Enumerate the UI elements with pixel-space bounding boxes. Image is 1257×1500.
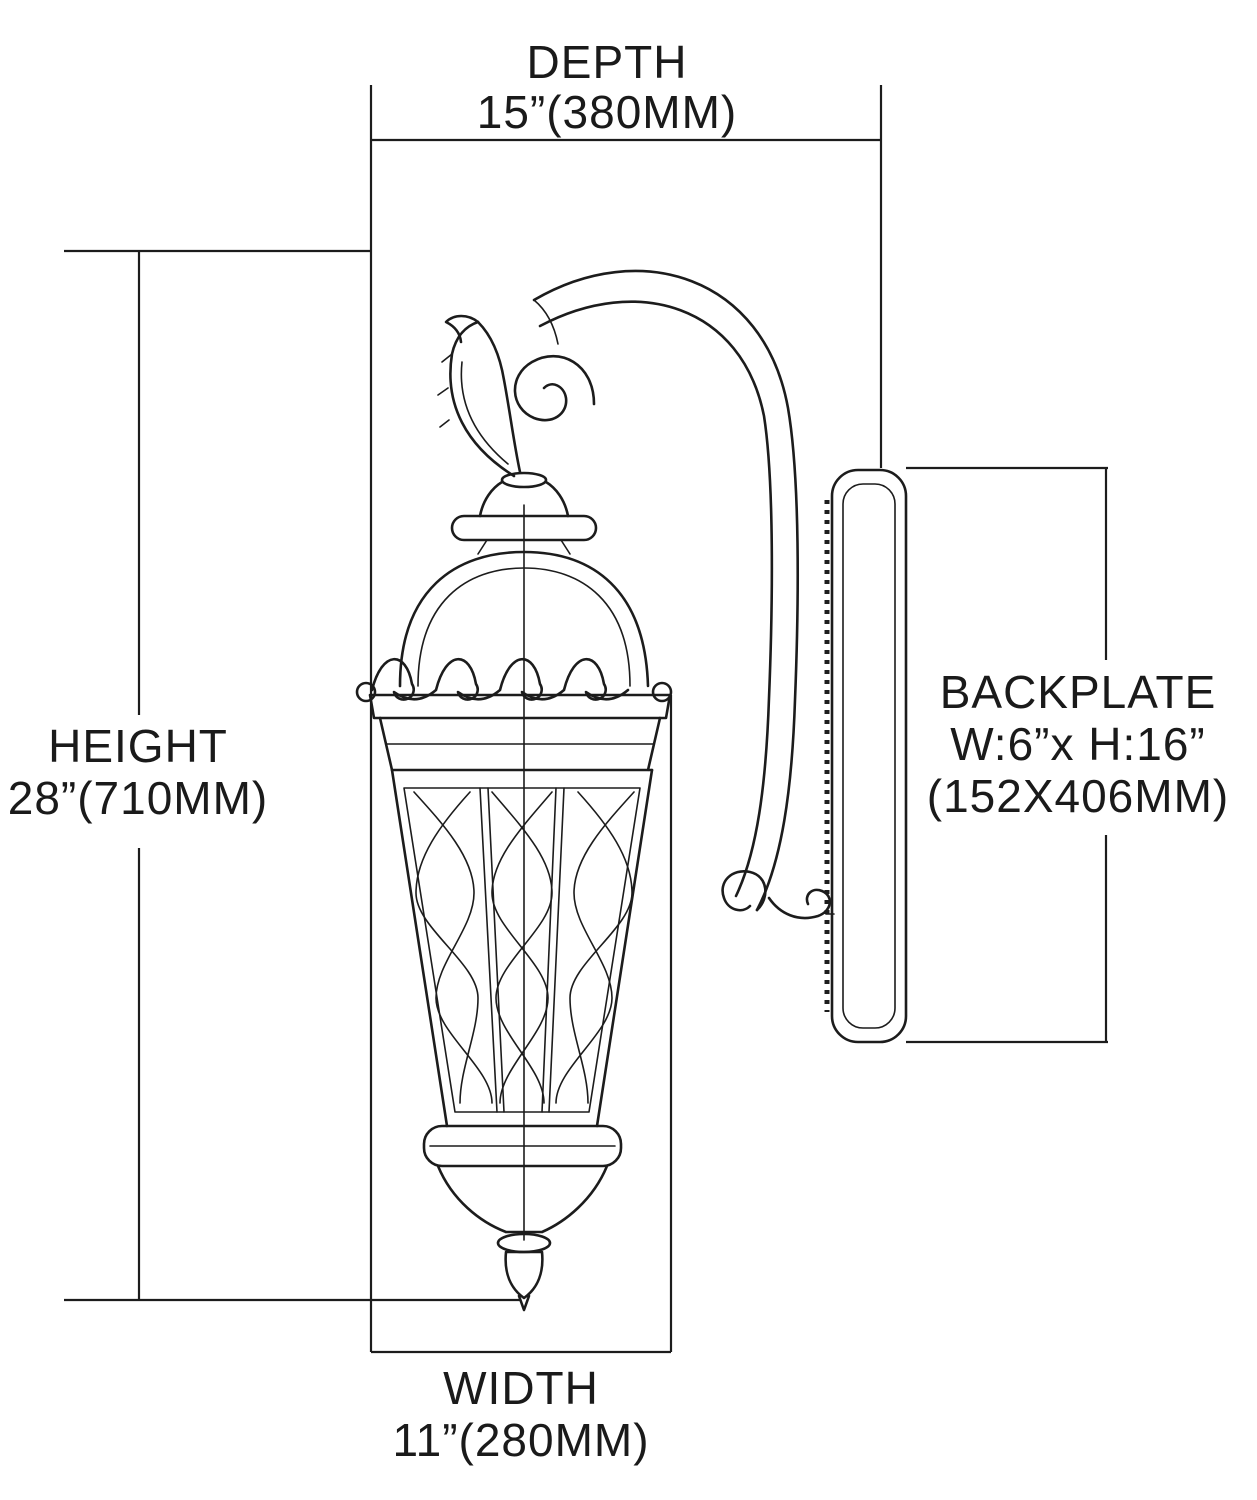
urn-left [478,480,504,518]
backplate-label: BACKPLATE [940,666,1217,718]
tracery-left-b [415,791,479,1104]
backplate-outer [830,468,908,1044]
backplate-inner [842,483,896,1029]
leaf-scroll-spiral [513,354,596,422]
tracery-center-a [491,791,553,1104]
sconce-drawing [355,269,908,1312]
depth-dimension: DEPTH 15”(380MM) [369,36,883,1352]
body-mullions [479,787,565,1113]
scroll-arm [532,269,835,920]
crown-scroll-band [370,657,630,701]
depth-value: 15”(380MM) [477,86,738,138]
tracery-center-b [491,791,553,1104]
lantern-body [390,768,654,1128]
bottom-cone [436,1164,609,1234]
height-value: 28”(710MM) [8,772,269,824]
body-outline [390,768,654,1128]
width-dimension: WIDTH 11”(280MM) [371,695,673,1466]
tracery-left-a [413,791,493,1104]
leaf-tip-curl [444,314,480,344]
width-value: 11”(280MM) [392,1414,649,1466]
arm-backplate-scroll [767,888,832,920]
leaf-serrations [437,353,453,428]
height-label: HEIGHT [48,720,228,772]
backplate-dimension: BACKPLATE W:6”x H:16” (152X406MM) [906,466,1229,1044]
collar-neck [477,539,571,555]
crown-lip [368,693,672,720]
crown-end-curl-left [355,681,377,703]
tracery-right-b [569,791,633,1104]
arm-outer-curve [532,269,800,912]
depth-label: DEPTH [527,36,688,88]
backplate-metric: (152X406MM) [927,770,1229,822]
body-inner-frame [403,787,641,1113]
urn-right [544,480,570,518]
leaf-left-edge [449,320,516,478]
leaf-ornament [437,314,596,478]
arm-inner-curve [538,300,774,898]
finial-tip [517,1294,531,1312]
crown-end-curl-right [651,681,673,703]
lantern-top [398,471,650,1241]
tracery-right-a [555,791,635,1104]
width-label: WIDTH [443,1362,599,1414]
height-dimension: HEIGHT 28”(710MM) [8,249,520,1302]
urn-top-disc [500,471,548,489]
bottom-band [422,1124,623,1168]
backplate [824,468,908,1044]
backplate-size: W:6”x H:16” [950,718,1206,770]
finial-knob [504,1250,544,1300]
arm-end-scroll [721,870,767,912]
lantern-crown [355,657,673,772]
arm-leaf-joint [533,299,559,345]
lantern-finial [422,1124,623,1312]
leaf-right-edge [476,320,522,474]
leaf-vein [460,361,509,465]
